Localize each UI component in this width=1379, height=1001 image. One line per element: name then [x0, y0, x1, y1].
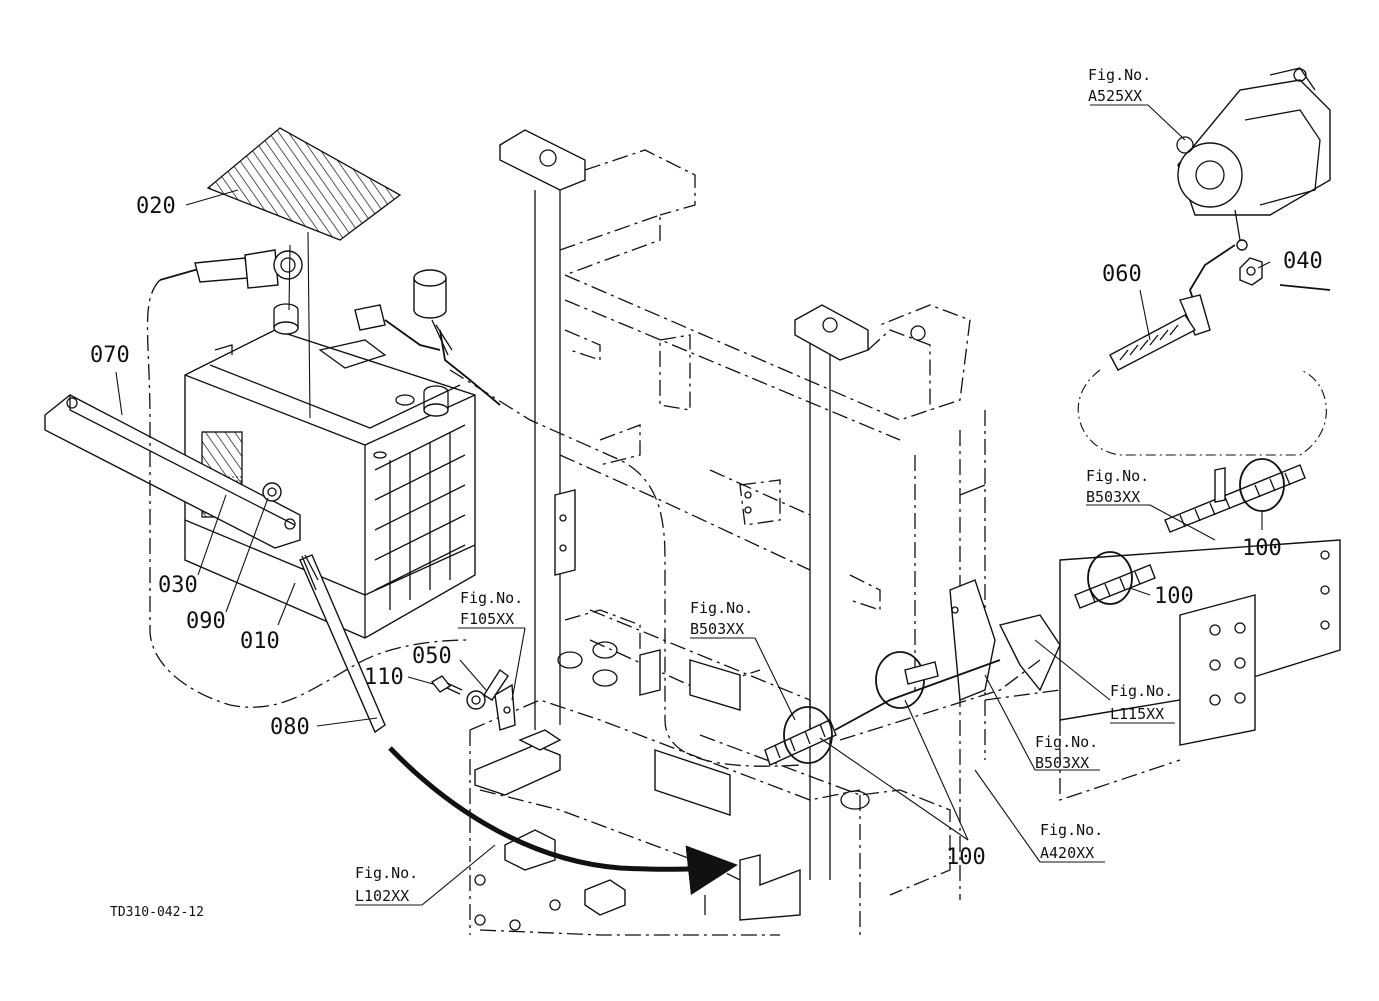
- callout-110: 110: [364, 665, 404, 690]
- callout-040: 040: [1283, 249, 1323, 274]
- fig-ref-b503xx-lower: Fig.No. B503XX: [1035, 733, 1098, 772]
- callout-030: 030: [158, 573, 198, 598]
- svg-text:Fig.No.: Fig.No.: [690, 599, 753, 617]
- battery-label-sheet: [206, 127, 402, 241]
- svg-text:L115XX: L115XX: [1110, 705, 1164, 723]
- callout-010: 010: [240, 629, 280, 654]
- callout-090: 090: [186, 609, 226, 634]
- svg-text:L102XX: L102XX: [355, 887, 409, 905]
- svg-text:Fig.No.: Fig.No.: [1088, 66, 1151, 84]
- svg-text:B503XX: B503XX: [690, 620, 744, 638]
- fig-ref-b503xx-upper: Fig.No. B503XX: [1086, 467, 1149, 506]
- svg-text:B503XX: B503XX: [1086, 488, 1140, 506]
- wiring-clamps: [764, 458, 1306, 766]
- callout-050: 050: [412, 644, 452, 669]
- callout-100-middle: 100: [1154, 584, 1194, 609]
- part-callouts: 020 070 030 090 010 050 110 080 060 040 …: [90, 194, 1323, 870]
- view-arrow: [388, 746, 738, 896]
- fig-ref-f105xx: Fig.No. F105XX: [460, 589, 523, 628]
- fig-ref-b503xx-left: Fig.No. B503XX: [690, 599, 753, 638]
- svg-text:Fig.No.: Fig.No.: [1086, 467, 1149, 485]
- fig-ref-a525xx: Fig.No. A525XX: [1088, 66, 1151, 105]
- callout-080: 080: [270, 715, 310, 740]
- small-hardware: [262, 482, 516, 731]
- callout-020: 020: [136, 194, 176, 219]
- fig-ref-l102xx: Fig.No. L102XX: [355, 864, 418, 905]
- callout-070: 070: [90, 343, 130, 368]
- battery: [159, 249, 501, 639]
- cable-routing: [146, 279, 1331, 767]
- svg-text:Fig.No.: Fig.No.: [1035, 733, 1098, 751]
- svg-text:Fig.No.: Fig.No.: [355, 864, 418, 882]
- nut-040: [1239, 257, 1263, 286]
- callout-100-lower: 100: [946, 845, 986, 870]
- svg-text:A525XX: A525XX: [1088, 87, 1142, 105]
- fig-ref-l115xx: Fig.No. L115XX: [1110, 682, 1173, 723]
- battery-holder-bar: [44, 394, 386, 734]
- svg-text:Fig.No.: Fig.No.: [1110, 682, 1173, 700]
- fig-ref-a420xx: Fig.No. A420XX: [1040, 821, 1103, 862]
- drawing-id: TD310-042-12: [110, 905, 204, 920]
- svg-text:B503XX: B503XX: [1035, 754, 1089, 772]
- figure-references: Fig.No. A525XX Fig.No. B503XX Fig.No. F1…: [355, 66, 1173, 905]
- leader-lines: [115, 104, 1271, 906]
- callout-100-upper: 100: [1242, 536, 1282, 561]
- svg-text:F105XX: F105XX: [460, 610, 514, 628]
- tractor-frame: [469, 129, 1341, 936]
- callout-060: 060: [1102, 262, 1142, 287]
- svg-text:Fig.No.: Fig.No.: [460, 589, 523, 607]
- starter-cable: [1109, 244, 1236, 371]
- svg-text:Fig.No.: Fig.No.: [1040, 821, 1103, 839]
- svg-text:A420XX: A420XX: [1040, 844, 1094, 862]
- starter-motor: [1176, 67, 1331, 251]
